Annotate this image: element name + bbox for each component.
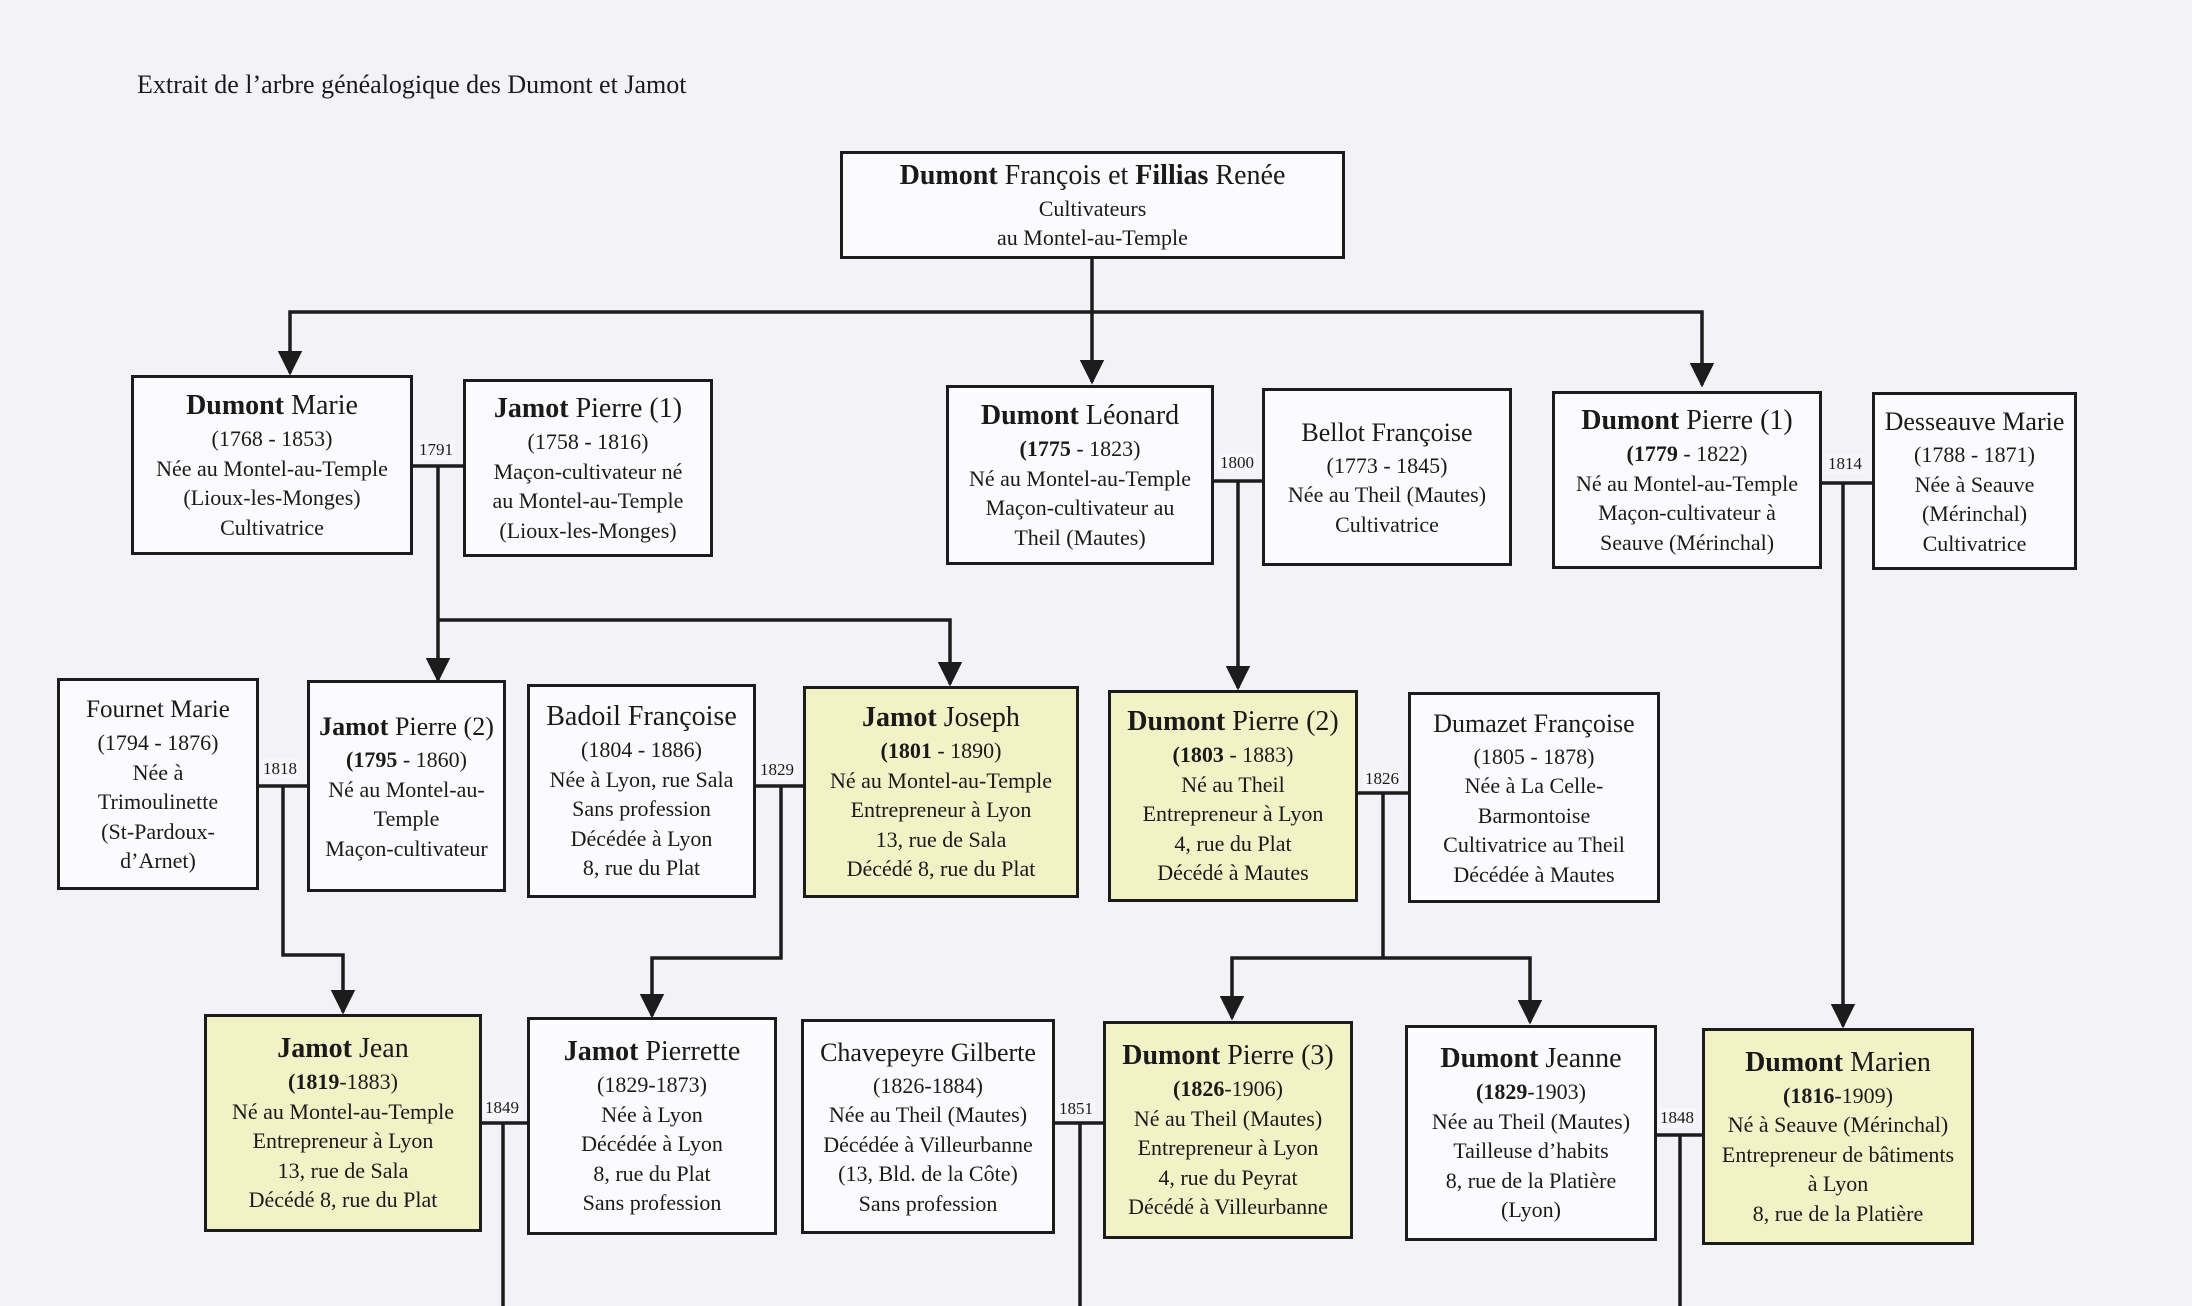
- person-box-pierre2-jamot: Jamot Pierre (2) (1795 - 1860) Né au Mon…: [307, 680, 506, 892]
- person-box-pierrette-jamot: Jamot Pierrette (1829-1873) Née à Lyon D…: [527, 1017, 777, 1235]
- person-box-pierre1-jamot: Jamot Pierre (1) (1758 - 1816) Maçon-cul…: [463, 379, 713, 557]
- marriage-year-1791: 1791: [417, 440, 455, 460]
- person-box-pierre3-dumont: Dumont Pierre (3) (1826-1906) Né au Thei…: [1103, 1021, 1353, 1239]
- marriage-year-1826: 1826: [1363, 769, 1401, 789]
- marriage-year-1848: 1848: [1658, 1108, 1696, 1128]
- marriage-year-1851: 1851: [1057, 1099, 1095, 1119]
- person-box-francoise-bellot: Bellot Françoise (1773 - 1845) Née au Th…: [1262, 388, 1512, 566]
- marriage-year-1849: 1849: [483, 1098, 521, 1118]
- connector-to-pierrette-jamot: [639, 786, 783, 1019]
- person-box-marien-dumont: Dumont Marien (1816-1909) Né à Seauve (M…: [1702, 1028, 1974, 1245]
- connector-to-jeanne-dumont: [1383, 956, 1543, 1025]
- marriage-year-1818: 1818: [261, 759, 299, 779]
- marriage-year-1829: 1829: [758, 760, 796, 780]
- person-box-gilberte-chavepeyre: Chavepeyre Gilberte (1826-1884) Née au T…: [801, 1019, 1055, 1234]
- connector-root-to-pierre1: [1092, 310, 1715, 388]
- connector-root-to-marie: [277, 310, 1092, 376]
- person-box-francoise-badoil: Badoil Françoise (1804 - 1886) Née à Lyo…: [527, 684, 756, 898]
- person-box-marie-fournet: Fournet Marie (1794 - 1876) Née à Trimou…: [57, 678, 259, 890]
- connector-to-jean-jamot: [281, 786, 356, 1015]
- connector-to-pierre3-dumont: [1219, 956, 1383, 1021]
- person-box-jeanne-dumont: Dumont Jeanne (1829-1903) Née au Theil (…: [1405, 1025, 1657, 1241]
- person-box-joseph-jamot: Jamot Joseph (1801 - 1890) Né au Montel-…: [803, 686, 1079, 898]
- person-box-jean-jamot: Jamot Jean (1819-1883) Né au Montel-au-T…: [204, 1014, 482, 1232]
- person-box-leonard-dumont: Dumont Léonard (1775 - 1823) Né au Monte…: [946, 385, 1214, 565]
- person-box-pierre1-dumont: Dumont Pierre (1) (1779 - 1822) Né au Mo…: [1552, 391, 1822, 569]
- person-box-francoise-dumazet: Dumazet Françoise (1805 - 1878) Née à La…: [1408, 692, 1660, 903]
- person-box-marie-desseauve: Desseauve Marie (1788 - 1871) Née à Seau…: [1872, 392, 2077, 570]
- person-box-root: Dumont François et Fillias Renée Cultiva…: [840, 151, 1345, 259]
- person-box-pierre2-dumont: Dumont Pierre (2) (1803 - 1883) Né au Th…: [1108, 690, 1358, 902]
- person-box-marie-dumont: Dumont Marie (1768 - 1853) Née au Montel…: [131, 375, 413, 555]
- marriage-year-1814: 1814: [1826, 454, 1864, 474]
- marriage-year-1800: 1800: [1218, 453, 1256, 473]
- connector-to-joseph-jamot: [438, 618, 963, 687]
- diagram-caption: Extrait de l’arbre généalogique des Dumo…: [137, 70, 687, 99]
